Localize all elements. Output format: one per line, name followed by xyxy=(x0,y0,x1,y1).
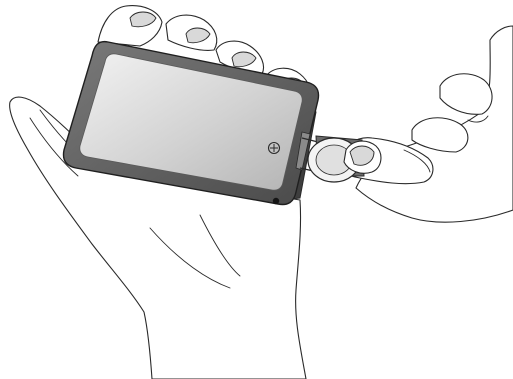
right-thumb xyxy=(343,140,382,174)
device-screen xyxy=(79,53,303,191)
right-hand xyxy=(339,25,513,223)
button-plus-icon xyxy=(267,141,281,155)
device xyxy=(62,40,320,206)
led-indicator-icon xyxy=(272,197,280,205)
